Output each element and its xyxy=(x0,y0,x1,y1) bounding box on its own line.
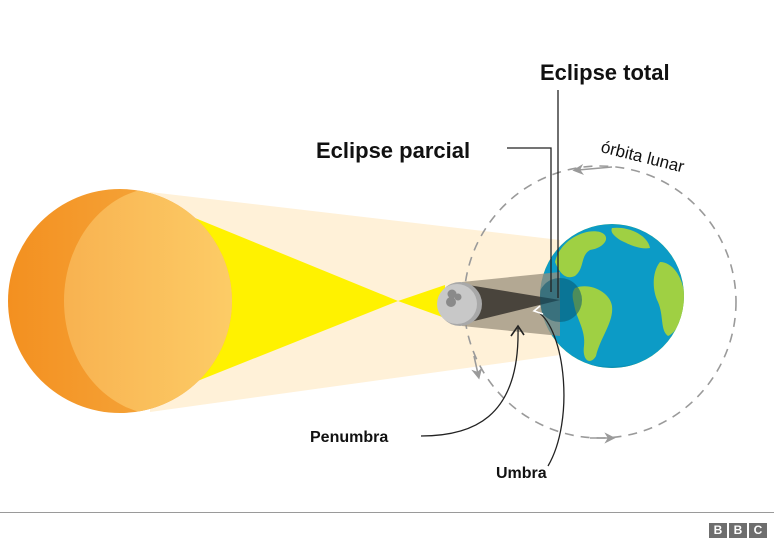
label-umbra: Umbra xyxy=(496,465,547,482)
lunar-orbit xyxy=(463,163,737,444)
bbc-logo-letter: B xyxy=(709,523,727,538)
label-penumbra: Penumbra xyxy=(310,429,388,446)
bbc-logo-letter: B xyxy=(729,523,747,538)
footer-divider xyxy=(0,512,774,513)
callout-lines xyxy=(420,90,565,467)
sun-icon xyxy=(8,189,232,413)
bbc-logo: B B C xyxy=(709,523,767,538)
penumbra-arrowhead xyxy=(510,324,525,337)
sunlight-cone-crossed xyxy=(398,285,445,318)
earth-icon xyxy=(540,224,684,368)
label-partial-eclipse: Eclipse parcial xyxy=(316,138,470,163)
umbra-shadow xyxy=(462,284,560,324)
moon-icon xyxy=(437,282,482,326)
umbra-arrowhead xyxy=(532,305,544,315)
bbc-logo-letter: C xyxy=(749,523,767,538)
label-total-eclipse: Eclipse total xyxy=(540,60,670,85)
sunlight-cone xyxy=(195,218,398,382)
earth-shadow xyxy=(540,278,582,322)
label-lunar-orbit: órbita lunar xyxy=(599,137,686,176)
